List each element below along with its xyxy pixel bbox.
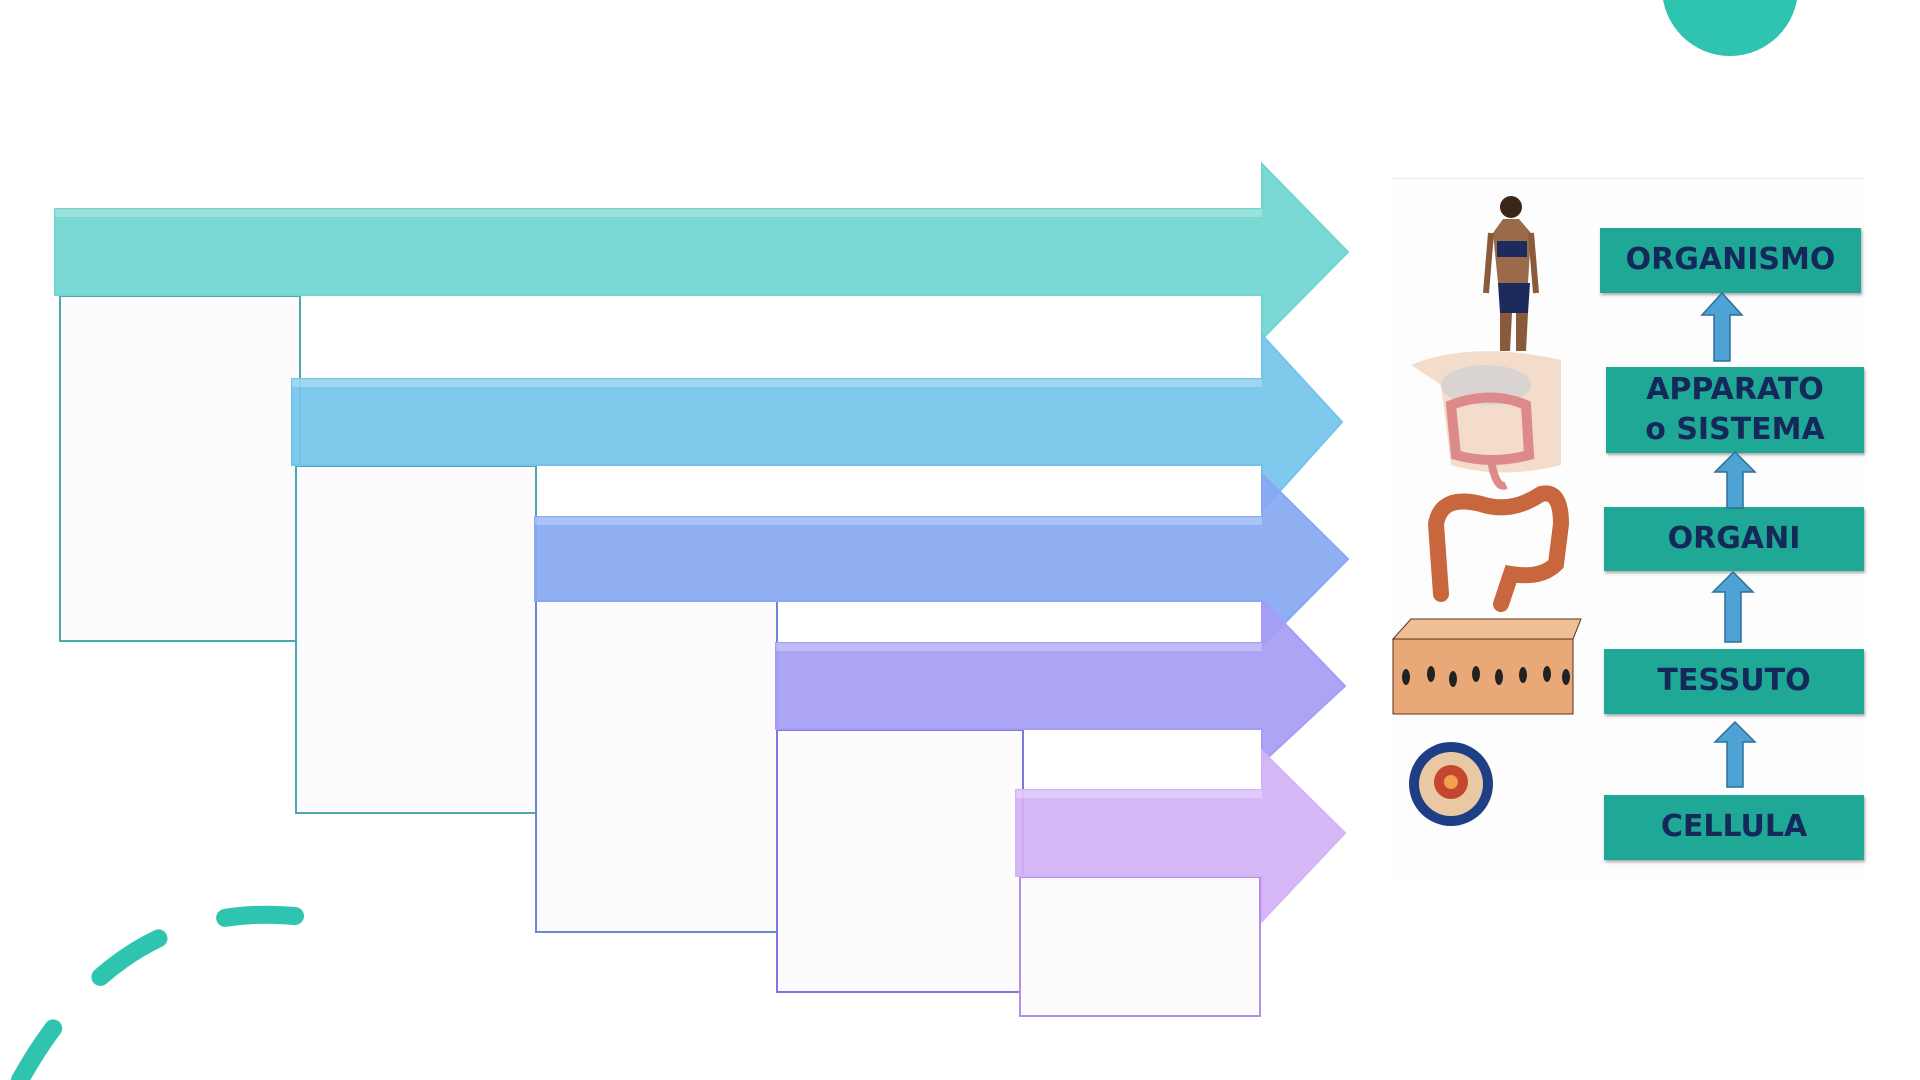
decorative-circle (1662, 0, 1798, 56)
hierarchy-arrows (54, 161, 1350, 924)
level-label-organi: ORGANI (1604, 507, 1864, 571)
level-label-cellula: CELLULA (1604, 795, 1864, 860)
large-intestine-image (1427, 485, 1570, 612)
decorative-dashed-arc (11, 905, 304, 1080)
human-body-image (1483, 196, 1539, 351)
arrow-highlight (776, 643, 1262, 651)
digestive-system-image (1411, 351, 1561, 490)
level-arrow-5 (1015, 748, 1347, 924)
arrow-highlight (292, 379, 1262, 387)
level-arrow-4 (775, 597, 1347, 766)
level-label-apparato-sistema: APPARATO o SISTEMA (1606, 367, 1864, 453)
cell-image (1409, 742, 1493, 826)
level-arrow-1 (54, 161, 1350, 342)
arrow-highlight (1016, 790, 1262, 798)
illustrations (1391, 196, 1582, 826)
epithelial-tissue-image (1391, 618, 1582, 715)
level-arrow-2 (291, 332, 1344, 514)
level-label-tessuto: TESSUTO (1604, 649, 1864, 714)
level-label-organismo: ORGANISMO (1600, 228, 1861, 293)
level-arrow-3 (534, 471, 1350, 649)
level-box-organi (535, 600, 778, 933)
level-box-apparato (295, 465, 537, 814)
arrow-highlight (55, 209, 1262, 217)
arrow-highlight (535, 517, 1262, 525)
